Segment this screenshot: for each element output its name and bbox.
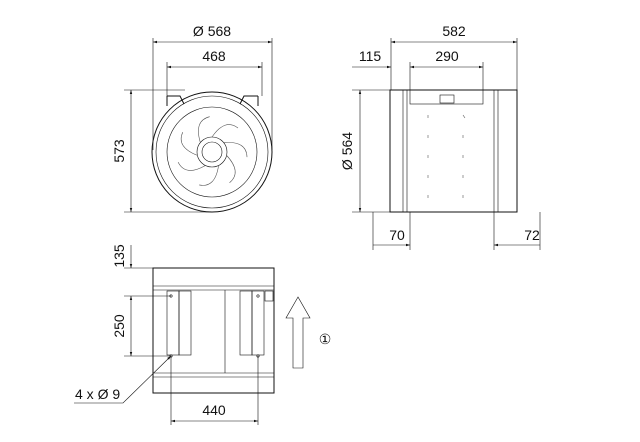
length-label: 582 <box>442 23 466 39</box>
height-label: 573 <box>111 139 127 163</box>
housing-outer <box>151 91 273 213</box>
left-inset-label: 70 <box>389 227 405 243</box>
mounting-brackets <box>166 95 259 106</box>
bottom-view: 135 250 440 4 x Ø 9 ① <box>74 244 331 425</box>
front-view: Ø 568 468 573 <box>111 23 273 213</box>
top-offset-label: 135 <box>111 244 127 268</box>
diameter-label: Ø 564 <box>339 132 355 170</box>
impeller-icon <box>177 116 248 186</box>
horizontal-hole-spacing-label: 440 <box>202 402 226 418</box>
bottom-housing <box>152 267 275 394</box>
airflow-marker: ① <box>319 331 332 347</box>
vertical-hole-spacing-label: 250 <box>111 314 127 338</box>
side-view: 582 115 290 Ø 564 70 72 <box>339 23 541 250</box>
top-bracket <box>409 89 484 105</box>
bracket-spacing-label: 468 <box>202 48 226 64</box>
outer-diameter-label: Ø 568 <box>193 23 231 39</box>
right-inset-label: 72 <box>524 227 540 243</box>
bracket-length-label: 290 <box>435 48 459 64</box>
holes-label: 4 x Ø 9 <box>75 386 120 402</box>
airflow-arrow-icon <box>285 296 311 369</box>
offset-label: 115 <box>359 48 382 64</box>
